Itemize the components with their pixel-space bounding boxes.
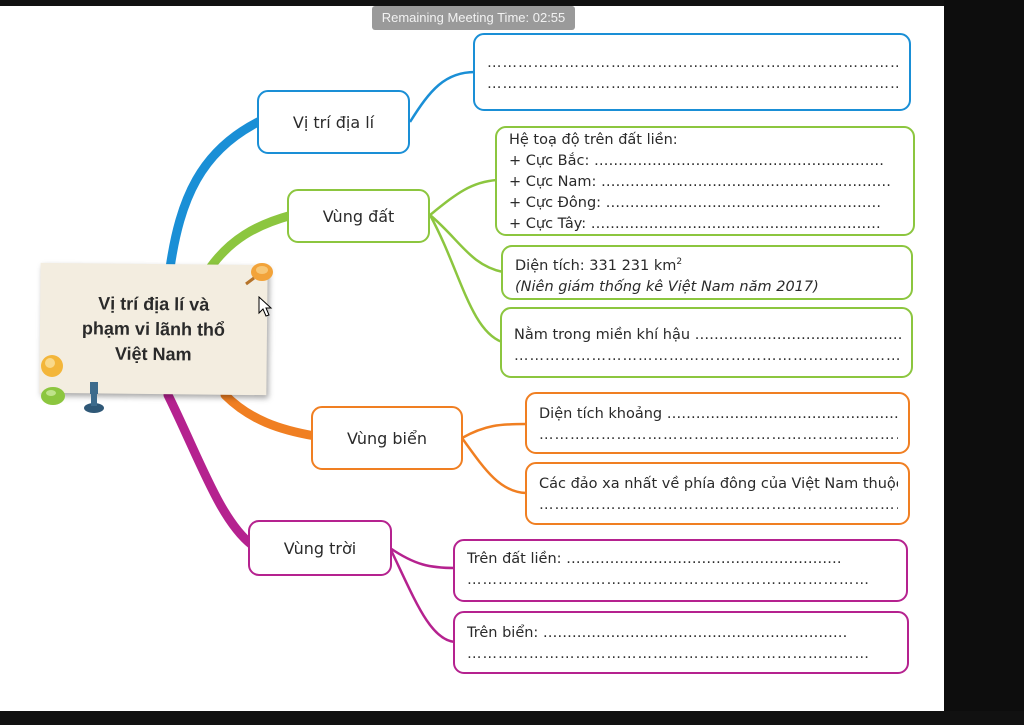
node-vung-bien: Vùng biển — [311, 406, 463, 470]
box-vi-tri-blank: ………………………………………………………………………… ……………………………… — [473, 33, 911, 111]
tren-bien-line-1: Trên biển: ……………………………………………………… — [467, 625, 848, 641]
branch-vung-bien — [220, 390, 320, 441]
node-vung-dat: Vùng đất — [287, 189, 430, 243]
branch-vung-troi — [163, 390, 257, 550]
branch-vung-dat — [205, 210, 297, 273]
nien-giam-source: (Niên giám thống kê Việt Nam năm 2017) — [515, 278, 819, 295]
tren-dat-lien-line-2: …………………………………………………………………… — [467, 572, 870, 588]
box-he-toa-do: Hệ toạ độ trên đất liền: + Cực Bắc: …………… — [495, 126, 915, 236]
khi-hau-line-2: …………………………………………………………………… — [514, 348, 901, 364]
tren-dat-lien-line-1: Trên đất liền: ………………………………………………… — [467, 551, 842, 567]
link-dat-dientich — [429, 214, 504, 274]
box-dien-tich-dat: Diện tích: 331 231 km2 (Niên giám thống … — [501, 245, 913, 300]
bien-dien-tich-line-2: …………………………………………………………………… — [539, 427, 898, 443]
link-dat-khihau — [428, 214, 503, 344]
dien-tich-line: Diện tích: 331 231 km2 — [515, 257, 683, 274]
dao-xa-line-1: Các đảo xa nhất về phía đông của Việt Na… — [539, 476, 898, 492]
cuc-dong-line: + Cực Đông: ………………………………………………… — [509, 195, 882, 211]
link-bien-dientich — [461, 422, 527, 440]
orange-pushpin-icon — [245, 263, 273, 286]
yellow-pushpin-icon — [41, 355, 63, 377]
bottom-bar — [0, 711, 1024, 725]
bien-dien-tich-line-1: Diện tích khoảng …………………………………………… — [539, 406, 898, 422]
toa-do-title: Hệ toạ độ trên đất liền: — [509, 132, 678, 148]
blue-pushpin-icon — [84, 382, 104, 413]
top-bar — [0, 0, 1024, 6]
link-troi-bien — [388, 547, 456, 644]
khi-hau-line-1: Nằm trong miền khí hậu ……………………………………… — [514, 327, 901, 343]
link-troi-dat — [389, 546, 456, 570]
node-vung-troi: Vùng trời — [248, 520, 392, 576]
box-tren-bien: Trên biển: ……………………………………………………… …………………… — [453, 611, 909, 674]
cuc-bac-line: + Cực Bắc: …………………………………………………… — [509, 153, 884, 169]
dao-xa-line-2: …………………………………………………………………… — [539, 497, 898, 513]
fill-in-line-1: ………………………………………………………………………… — [487, 55, 899, 71]
box-dien-tich-bien: Diện tích khoảng …………………………………………… ……………… — [525, 392, 910, 454]
tren-bien-line-2: …………………………………………………………………… — [467, 646, 870, 662]
right-dark-panel — [944, 0, 1024, 725]
branch-vi-tri — [165, 115, 267, 273]
link-dat-toado — [429, 178, 498, 216]
node-vi-tri-dia-li: Vị trí địa lí — [257, 90, 410, 154]
box-khi-hau: Nằm trong miền khí hậu ……………………………………… …… — [500, 307, 913, 378]
box-dao-xa-nhat: Các đảo xa nhất về phía đông của Việt Na… — [525, 462, 910, 525]
remaining-meeting-time-badge: Remaining Meeting Time: 02:55 — [372, 6, 575, 30]
box-tren-dat-lien: Trên đất liền: ………………………………………………… ……………… — [453, 539, 908, 602]
fill-in-line-2: ………………………………………………………………………… — [487, 76, 899, 92]
km2-superscript: 2 — [676, 257, 683, 267]
cuc-tay-line: + Cực Tây: …………………………………………………… — [509, 216, 881, 232]
green-pushpin-icon — [41, 387, 65, 405]
mouse-cursor-icon — [258, 296, 273, 317]
cuc-nam-line: + Cực Nam: …………………………………………………… — [509, 174, 892, 190]
link-bien-dao — [460, 437, 527, 495]
link-vitri-box — [408, 70, 476, 123]
